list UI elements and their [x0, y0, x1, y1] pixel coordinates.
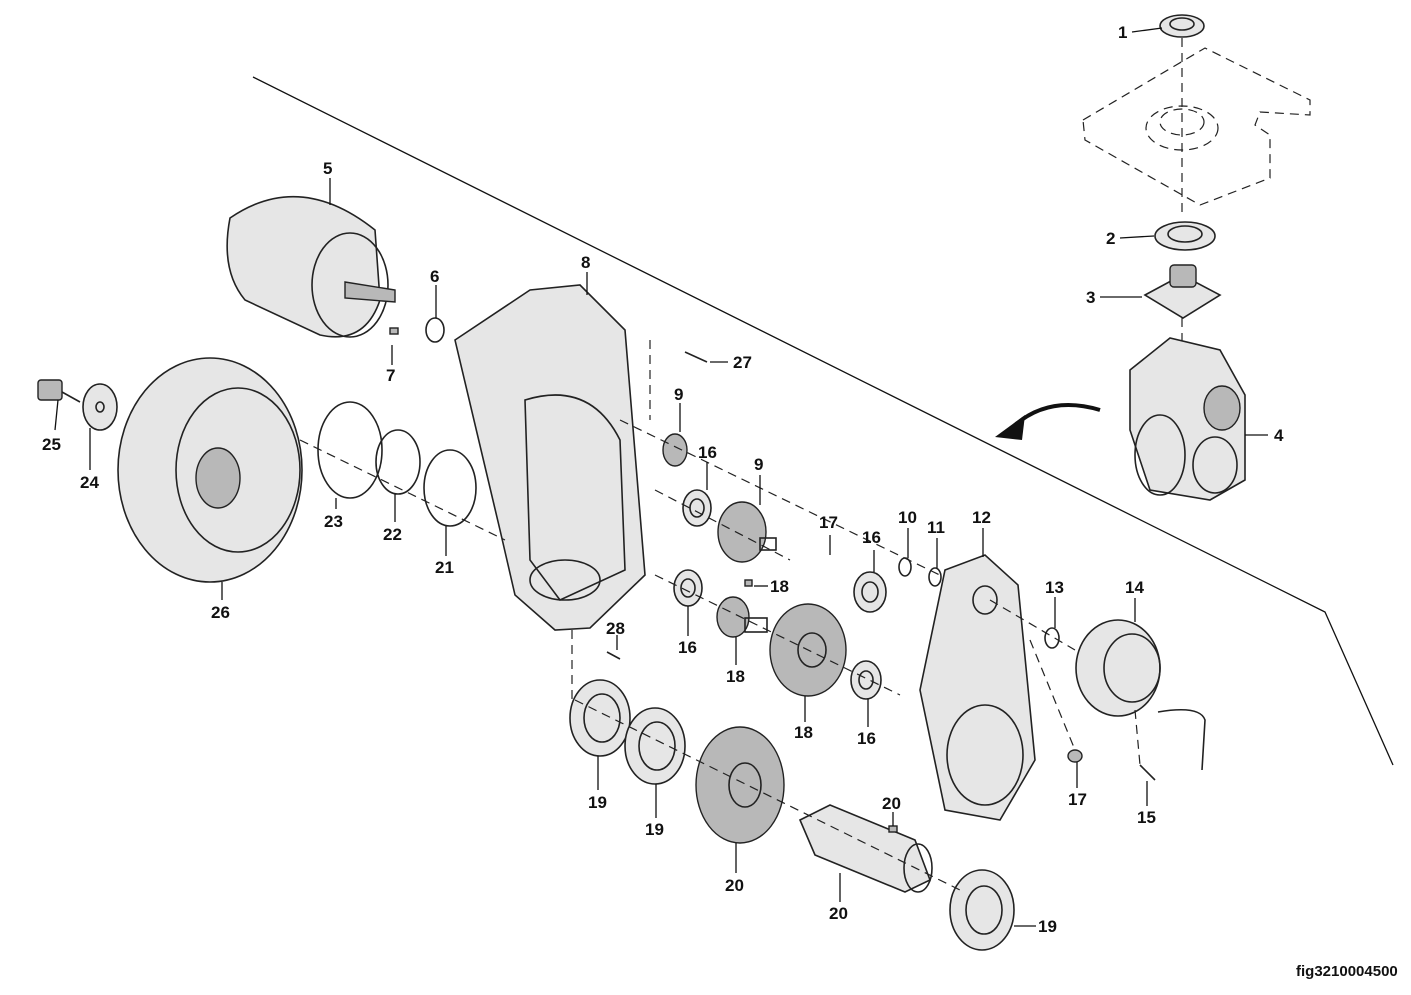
callout-16-b: 16 — [862, 528, 881, 547]
key-part-20-small — [888, 825, 898, 833]
callout-labels: 1 2 3 4 5 6 7 8 9 9 10 11 12 13 14 15 16… — [42, 23, 1284, 936]
callout-10: 10 — [898, 508, 917, 527]
pinion-part-9-upper — [662, 433, 688, 467]
callout-19-b: 19 — [645, 820, 664, 839]
section-border-line — [252, 76, 1394, 766]
gear-cover-part-12 — [919, 554, 1036, 821]
callout-4: 4 — [1274, 426, 1284, 445]
callout-25: 25 — [42, 435, 61, 454]
callout-19-c: 19 — [1038, 917, 1057, 936]
bearing-part-16-a — [682, 489, 712, 527]
callout-9-upper: 9 — [674, 385, 683, 404]
callout-17-b: 17 — [1068, 790, 1087, 809]
bearing-part-19-a — [569, 679, 631, 757]
bearing-part-19-c — [949, 869, 1015, 951]
screw-part-28 — [606, 651, 621, 660]
drive-unit-assembly-part-4 — [1129, 337, 1246, 501]
callout-7: 7 — [386, 366, 395, 385]
callout-18-c: 18 — [794, 723, 813, 742]
callout-18-a: 18 — [770, 577, 789, 596]
ring-part-21 — [423, 449, 477, 527]
bearing-part-19-b — [624, 707, 686, 785]
plug-part-17 — [1067, 749, 1083, 763]
direction-arrow — [995, 403, 1101, 440]
screw-part-15 — [1139, 764, 1156, 781]
bearing-part-16-d — [850, 660, 882, 700]
bearing-part-16-b — [673, 569, 703, 607]
gear-part-9-lower — [717, 501, 777, 563]
callout-8: 8 — [581, 253, 590, 272]
gear-housing-part-8 — [454, 284, 646, 631]
callout-21: 21 — [435, 558, 454, 577]
callout-17-a: 17 — [819, 513, 838, 532]
callout-9-lower: 9 — [754, 455, 763, 474]
callout-16-a: 16 — [698, 443, 717, 462]
callout-22: 22 — [383, 525, 402, 544]
figure-id-label: fig3210004500 — [1296, 963, 1398, 980]
leader-lines — [54, 27, 1268, 927]
callout-13: 13 — [1045, 578, 1064, 597]
ring-part-23 — [317, 401, 383, 499]
callout-14: 14 — [1125, 578, 1144, 597]
flange-part-3 — [1143, 264, 1222, 319]
callout-26: 26 — [211, 603, 230, 622]
key-part-18-small — [744, 579, 753, 587]
callout-20-a: 20 — [882, 794, 901, 813]
callout-28: 28 — [606, 619, 625, 638]
output-shaft-part-20 — [798, 804, 933, 893]
callout-20-b: 20 — [725, 876, 744, 895]
bolt-part-25 — [37, 379, 81, 403]
callout-15: 15 — [1137, 808, 1156, 827]
circlip-part-13 — [1044, 627, 1060, 649]
circlip-part-10 — [898, 557, 912, 577]
motor-part-5 — [226, 195, 396, 338]
callout-5: 5 — [323, 159, 332, 178]
callout-16-d: 16 — [857, 729, 876, 748]
washer-part-24 — [82, 383, 118, 431]
callout-20-c: 20 — [829, 904, 848, 923]
callout-2: 2 — [1106, 229, 1115, 248]
callout-11: 11 — [927, 518, 945, 537]
bearing-part-2 — [1154, 221, 1216, 251]
output-gear-part-20 — [695, 726, 785, 844]
circlip-part-11 — [928, 567, 942, 587]
pinion-shaft-part-18 — [716, 596, 768, 638]
callout-12: 12 — [972, 508, 991, 527]
callout-18-b: 18 — [726, 667, 745, 686]
wheel-tire-part-26 — [117, 357, 303, 583]
callout-24: 24 — [80, 473, 99, 492]
pin-part-27 — [684, 351, 708, 363]
key-part-7 — [389, 327, 399, 335]
bearing-part-1 — [1159, 14, 1205, 38]
mounting-plate — [1082, 47, 1311, 206]
callout-3: 3 — [1086, 288, 1095, 307]
ring-part-22 — [375, 429, 421, 495]
callout-19-a: 19 — [588, 793, 607, 812]
callout-6: 6 — [430, 267, 439, 286]
callout-1: 1 — [1118, 23, 1127, 42]
callout-23: 23 — [324, 512, 343, 531]
bearing-part-16-c — [853, 571, 887, 613]
callout-27: 27 — [733, 353, 752, 372]
seal-ring-part-6 — [425, 317, 445, 343]
callout-16-c: 16 — [678, 638, 697, 657]
brake-part-14 — [1075, 619, 1206, 771]
